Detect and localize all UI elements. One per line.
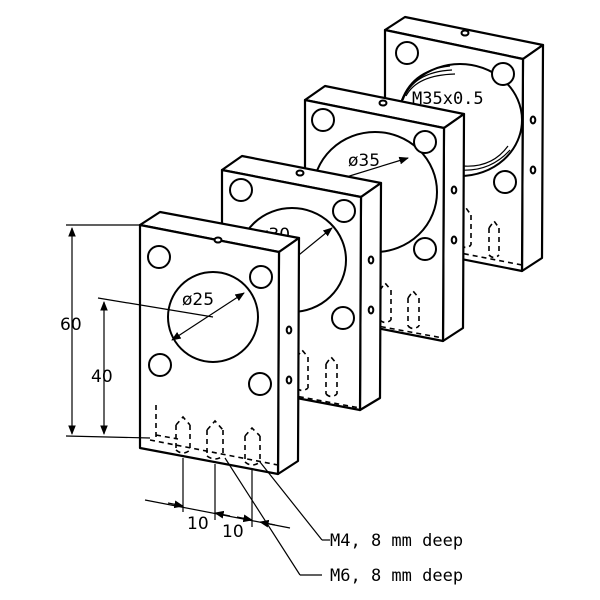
- d25-label: ø25: [182, 290, 214, 310]
- callout-m4: M4, 8 mm deep: [330, 531, 463, 551]
- spacing-dimensions: [144, 458, 291, 529]
- callout-m6: M6, 8 mm deep: [330, 566, 463, 586]
- spacing-10-a: 10: [187, 514, 209, 534]
- spacing-10-b: 10: [222, 522, 244, 542]
- d35-label: ø35: [348, 151, 380, 171]
- height-40-label: 40: [91, 367, 113, 387]
- thread-label: M35x0.5: [412, 89, 484, 109]
- plate-d25: [138, 210, 301, 476]
- callout-leaders: [224, 457, 330, 576]
- height-60-label: 60: [60, 315, 82, 335]
- height-dimensions: [65, 224, 214, 439]
